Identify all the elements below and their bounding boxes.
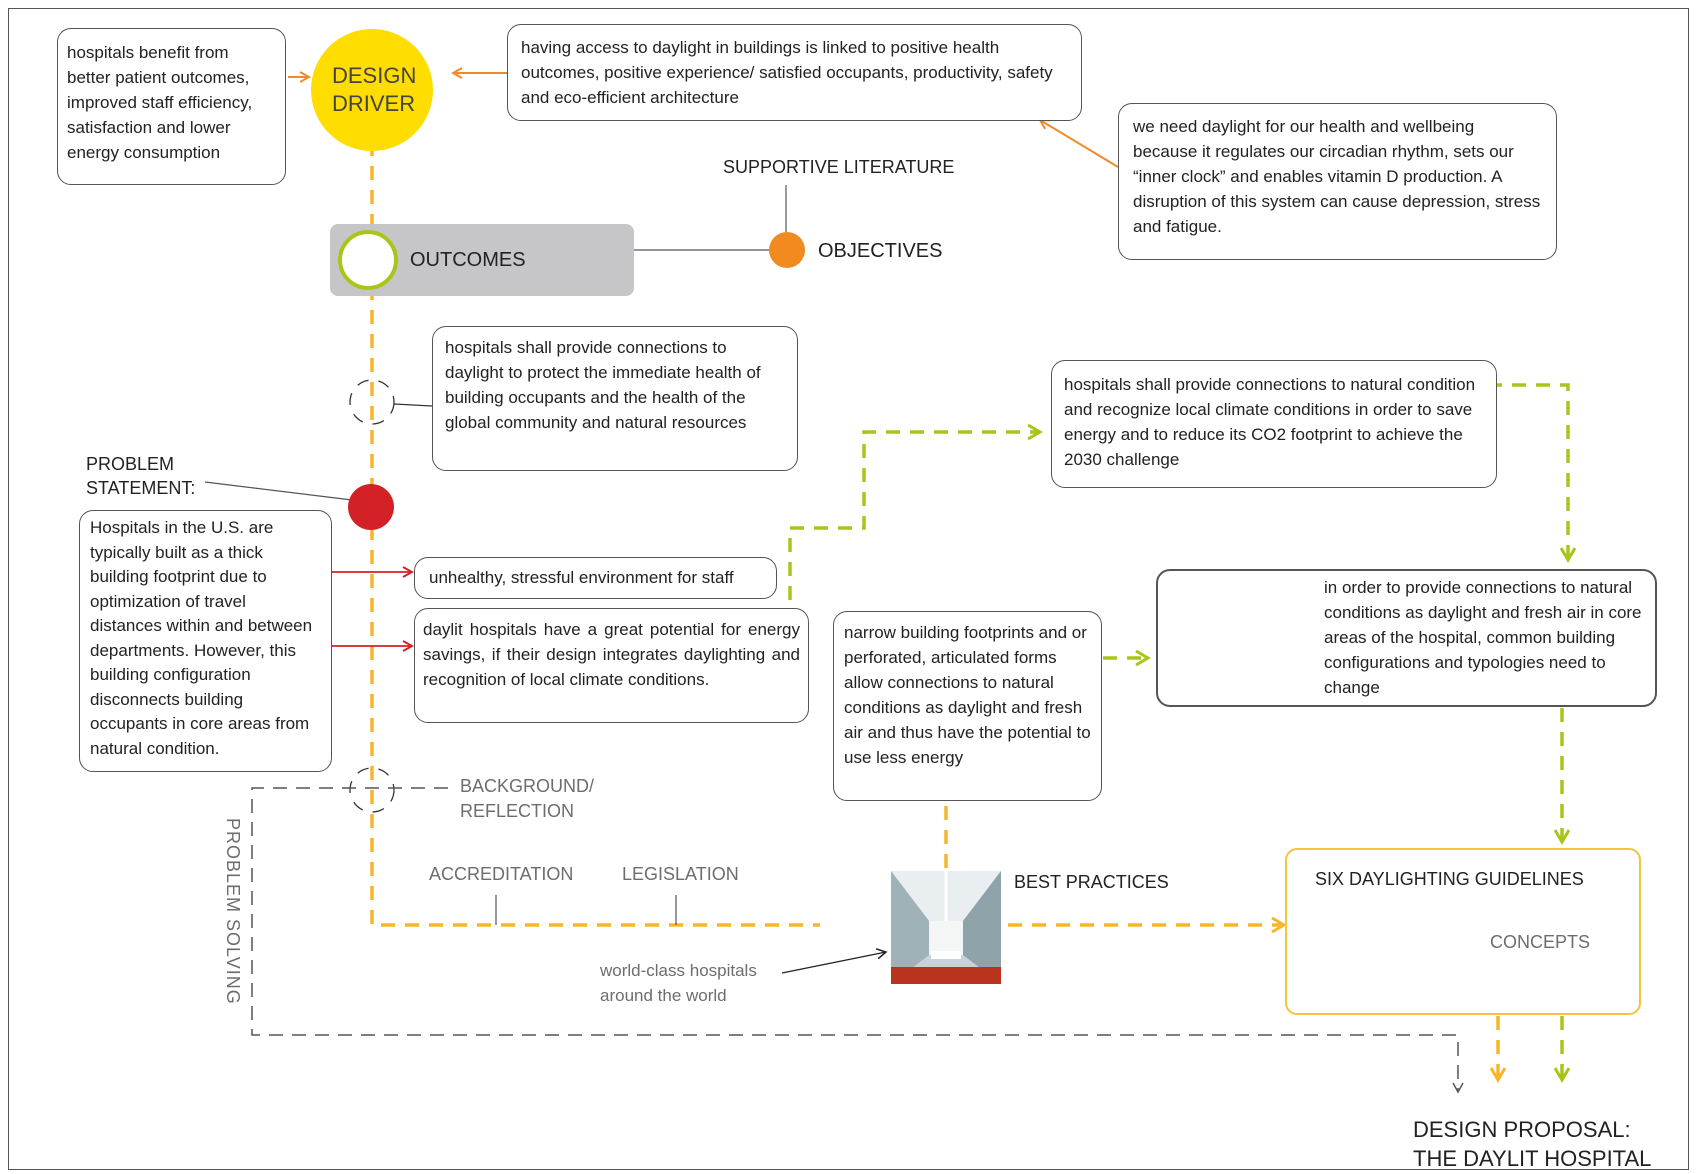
- accreditation-label: ACCREDITATION: [429, 864, 574, 884]
- driver-right-note: having access to daylight in buildings i…: [507, 24, 1082, 121]
- problem-statement-text: Hospitals in the U.S. are typically buil…: [79, 510, 332, 772]
- design-driver-label: DESIGN DRIVER: [332, 63, 417, 116]
- design-proposal-subtitle: THE DAYLIT HOSPITAL: [1413, 1146, 1652, 1171]
- design-proposal-title: DESIGN PROPOSAL:: [1413, 1117, 1631, 1142]
- objective-note: hospitals shall provide connections to d…: [432, 326, 798, 471]
- objectives-label: OBJECTIVES: [818, 240, 943, 262]
- driver-left-note: hospitals benefit from better patient ou…: [57, 28, 286, 185]
- health-note: we need daylight for our health and well…: [1118, 103, 1557, 260]
- outcomes-label: OUTCOMES: [410, 249, 526, 271]
- concepts-label: CONCEPTS: [1490, 932, 1591, 952]
- configuration-panel: [1156, 569, 1657, 707]
- configuration-note: in order to provide connections to natur…: [1324, 578, 1642, 697]
- spine-marker-objective: [349, 379, 395, 425]
- background-reflection-label: BACKGROUND/ REFLECTION: [460, 776, 595, 821]
- legislation-label: LEGISLATION: [622, 864, 739, 884]
- arrow-world-class-to-photo: [781, 948, 888, 974]
- leader-problem-heading: [204, 481, 353, 501]
- arrow-health-to-right-note: [1040, 120, 1119, 168]
- hospital-atrium-image: [891, 871, 1001, 984]
- climate-note: hospitals shall provide connections to n…: [1051, 360, 1497, 488]
- narrow-footprint-note: narrow building footprints and or perfor…: [833, 611, 1102, 801]
- problem-solving-label: PROBLEM SOLVING: [223, 818, 243, 1005]
- problem-statement-heading: PROBLEM STATEMENT:: [86, 454, 196, 498]
- best-practices-label: BEST PRACTICES: [1014, 872, 1169, 892]
- leader-objective-note: [393, 403, 433, 407]
- problem-solving-loop: [251, 787, 1464, 1094]
- world-class-label: world-class hospitals around the world: [600, 961, 757, 1005]
- staff-issue-note: unhealthy, stressful environment for sta…: [414, 557, 777, 599]
- green-path-to-climate-note: [788, 432, 1040, 600]
- green-path-climate-to-config: [1488, 383, 1568, 560]
- outcomes-circle: [338, 230, 398, 290]
- design-driver-circle: DESIGN DRIVER: [311, 29, 433, 151]
- spine-dashed-line: [370, 142, 820, 927]
- problem-dot: [348, 484, 394, 530]
- guidelines-panel: [1285, 848, 1641, 1015]
- supportive-literature-label: SUPPORTIVE LITERATURE: [723, 157, 955, 177]
- spine-marker-background: [349, 767, 395, 813]
- diagram-frame: [8, 8, 1689, 1170]
- objectives-dot: [769, 232, 805, 268]
- best-practices-photo: [891, 871, 1001, 984]
- energy-issue-note: daylit hospitals have a great potential …: [414, 608, 809, 723]
- guidelines-title: SIX DAYLIGHTING GUIDELINES: [1315, 869, 1584, 889]
